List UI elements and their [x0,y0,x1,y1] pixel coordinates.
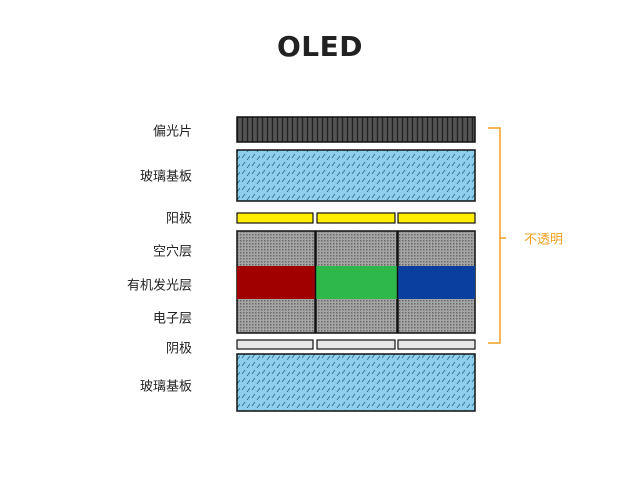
anode-segment [236,212,314,224]
label-glass-bottom: 玻璃基板 [139,379,192,395]
label-polarizer: 偏光片 [152,124,192,140]
diagram-title: OLED [276,30,363,63]
emitter-red [237,266,315,299]
layer-polarizer [236,116,476,143]
layer-glass-bottom [236,353,476,412]
label-glass-top: 玻璃基板 [139,169,192,185]
cathode-segment [397,339,476,350]
anode-segment [397,212,476,224]
label-electron-layer: 电子层 [152,311,192,327]
label-hole-layer: 空穴层 [152,244,192,260]
cathode-segment [316,339,396,350]
opaque-bracket [488,127,501,344]
layer-glass-top [236,149,476,202]
label-anode: 阳极 [165,211,192,227]
bracket-label: 不透明 [524,232,564,248]
emitter-blue [398,266,475,299]
emitter-green [316,266,397,299]
cathode-segment [236,339,314,350]
anode-segment [316,212,396,224]
label-organic-layer: 有机发光层 [126,278,192,294]
label-cathode: 阴极 [165,341,192,357]
